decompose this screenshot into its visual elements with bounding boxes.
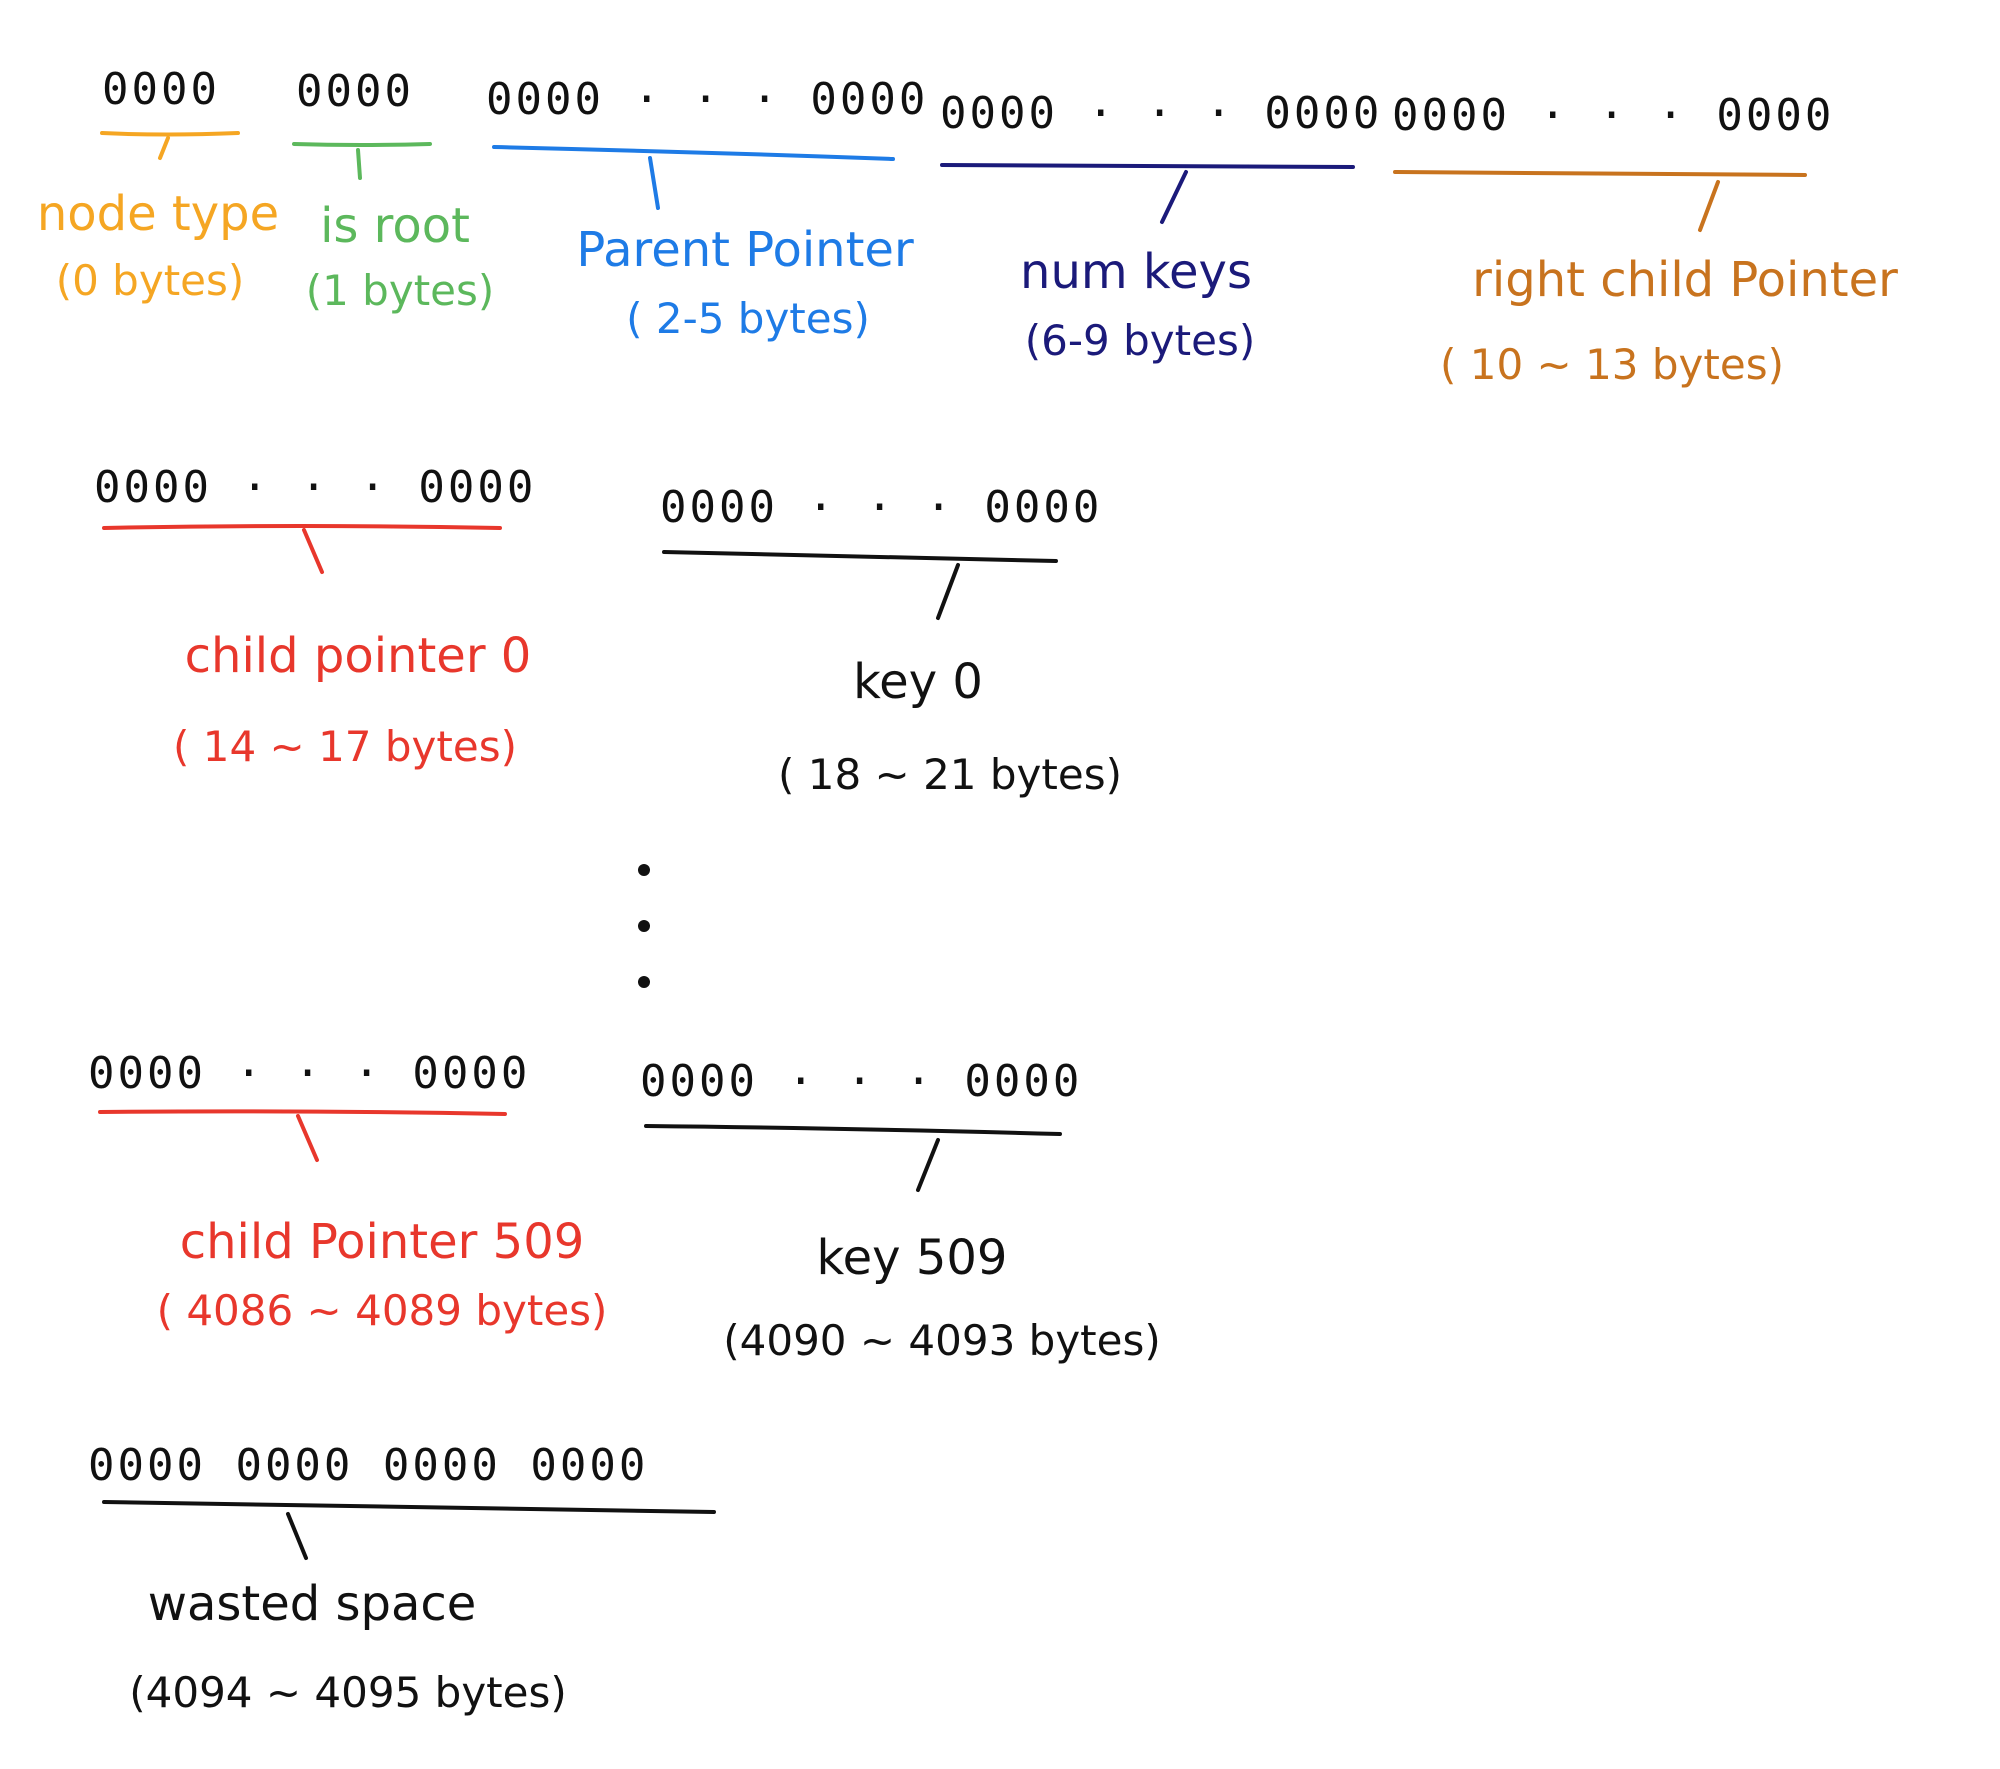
- ellipsis-dot: [638, 864, 650, 876]
- parent-pointer-connector: [492, 145, 895, 210]
- node-type-label: node type: [36, 186, 280, 242]
- right-child-pointer-bits: 0000 · · · 0000: [1392, 90, 1835, 141]
- node-type-connector: [100, 131, 240, 160]
- child-pointer-0-bits: 0000 · · · 0000: [94, 462, 537, 513]
- num-keys-bits: 0000 · · · 0000: [940, 88, 1383, 139]
- key-0-range: ( 18 ~ 21 bytes): [778, 750, 1122, 799]
- is-root-range: (1 bytes): [305, 266, 495, 315]
- num-keys-label: num keys: [1020, 244, 1252, 300]
- num-keys-connector: [940, 163, 1355, 224]
- wasted-space-connector: [102, 1500, 716, 1560]
- key-0-bits: 0000 · · · 0000: [660, 482, 1103, 533]
- child-pointer-0-label: child pointer 0: [184, 628, 532, 684]
- node-type-bits: 0000: [102, 64, 220, 115]
- is-root-connector: [292, 142, 432, 180]
- key-0-label: key 0: [853, 654, 983, 710]
- wasted-space-bits: 0000 0000 0000 0000: [88, 1440, 649, 1491]
- right-child-pointer-connector: [1393, 170, 1807, 232]
- key-0-connector: [662, 550, 1058, 620]
- child-pointer-509-label: child Pointer 509: [179, 1214, 585, 1270]
- wasted-space-label: wasted space: [147, 1576, 477, 1632]
- node-type-range: (0 bytes): [55, 256, 245, 305]
- child-pointer-509-connector: [98, 1109, 507, 1162]
- key-509-label: key 509: [816, 1230, 1008, 1286]
- parent-pointer-range: ( 2-5 bytes): [626, 294, 870, 343]
- ellipsis-dot: [638, 920, 650, 932]
- child-pointer-509-range: ( 4086 ~ 4089 bytes): [156, 1286, 608, 1335]
- right-child-pointer-label: right child Pointer: [1472, 252, 1898, 308]
- parent-pointer-bits: 0000 · · · 0000: [486, 74, 929, 125]
- is-root-label: is root: [320, 198, 470, 254]
- child-pointer-0-range: ( 14 ~ 17 bytes): [173, 722, 517, 771]
- right-child-pointer-range: ( 10 ~ 13 bytes): [1440, 340, 1784, 389]
- is-root-bits: 0000: [296, 66, 414, 117]
- wasted-space-range: (4094 ~ 4095 bytes): [129, 1668, 567, 1717]
- child-pointer-0-connector: [102, 524, 502, 574]
- ellipsis-dot: [638, 976, 650, 988]
- child-pointer-509-bits: 0000 · · · 0000: [88, 1048, 531, 1099]
- parent-pointer-label: Parent Pointer: [576, 222, 914, 278]
- key-509-connector: [644, 1124, 1062, 1192]
- key-509-bits: 0000 · · · 0000: [640, 1056, 1083, 1107]
- num-keys-range: (6-9 bytes): [1024, 316, 1256, 365]
- key-509-range: (4090 ~ 4093 bytes): [723, 1316, 1161, 1365]
